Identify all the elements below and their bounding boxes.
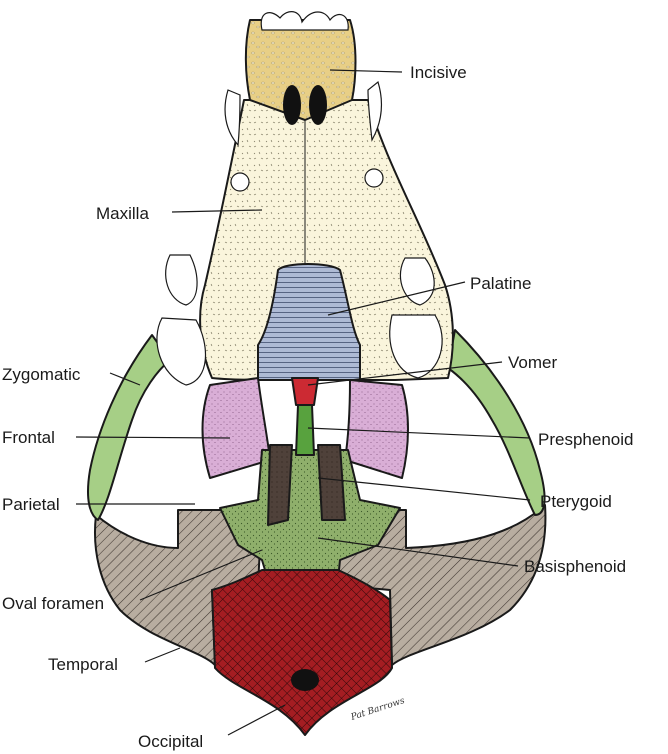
frontal-bone-left (201, 377, 271, 479)
label-parietal: Parietal (2, 495, 60, 514)
label-zygomatic: Zygomatic (2, 365, 81, 384)
presphenoid-bone (295, 404, 315, 456)
incisive-bone (244, 19, 357, 121)
zygomatic-arch-left (87, 334, 171, 521)
signature: Pat Barrows (349, 696, 406, 723)
pterygoid-left (267, 444, 293, 526)
zygomatic-arch-right (447, 329, 546, 516)
temporal-bone-right (329, 504, 547, 666)
label-vomer: Vomer (508, 353, 557, 372)
foramen-magnum (291, 669, 319, 691)
vomer-bone (291, 377, 319, 406)
labels: Incisive Maxilla Palatine Zygomatic Vome… (2, 63, 633, 751)
label-maxilla: Maxilla (96, 204, 149, 223)
palatine-fissure-left (283, 85, 301, 125)
label-occipital: Occipital (138, 732, 203, 751)
label-oval-foramen: Oval foramen (2, 594, 104, 613)
label-pterygoid: Pterygoid (540, 492, 612, 511)
label-presphenoid: Presphenoid (538, 430, 633, 449)
label-basisphenoid: Basisphenoid (524, 557, 626, 576)
label-temporal: Temporal (48, 655, 118, 674)
label-palatine: Palatine (470, 274, 531, 293)
label-frontal: Frontal (2, 428, 55, 447)
label-incisive: Incisive (410, 63, 467, 82)
occipital-bone (211, 569, 393, 736)
palatine-fissure-right (309, 85, 327, 125)
temporal-bone (94, 509, 263, 666)
teeth (156, 11, 443, 386)
pterygoid-right (317, 444, 346, 521)
leader-lines (75, 69, 531, 736)
palatine-bone (257, 263, 361, 381)
frontal-bone-right (344, 379, 409, 479)
